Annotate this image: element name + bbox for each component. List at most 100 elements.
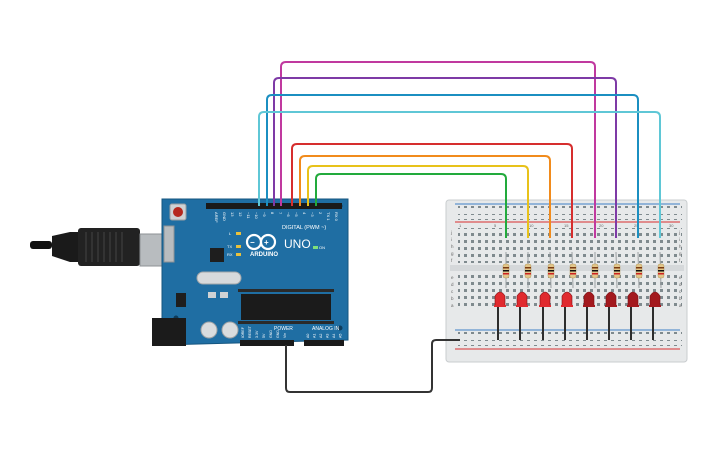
signal-wire[interactable] [258,111,661,238]
bottom-rail-holes-1 [458,332,682,338]
digital-pin-label: ~10 [254,212,259,220]
chip-socket-bottom [238,321,334,324]
row-letter: j [678,230,680,235]
resistor [524,252,532,288]
atmega-chip [241,294,331,320]
brand-logo-text: ARDUINO [250,252,278,258]
digital-pin-label: ~11 [246,212,251,219]
digital-pin-label: 12 [238,212,243,217]
led [605,291,617,307]
digital-pin-label: ~5 [294,212,299,217]
analog-pin-label: A0 [306,334,310,338]
power-pin-label: Vin [283,333,287,338]
analog-header-label: ANALOG IN [312,326,340,332]
row-letter: h [679,244,682,249]
mount-hole [337,325,343,331]
ground-wire[interactable] [285,339,460,393]
tx-led-label: TX [227,244,232,249]
power-pin-label: GND [269,330,273,338]
column-number: 5 [494,223,497,228]
resistor [591,252,599,288]
digital-pin-label: AREF [214,212,219,223]
reset-button[interactable] [169,203,187,221]
digital-pin-label: TX 1 [326,212,331,221]
power-pin-label: 5V [262,333,266,338]
on-led-label: ON [319,245,325,250]
row-letter: j [450,230,452,235]
signal-wire[interactable] [280,61,596,238]
signal-wire[interactable] [273,77,617,238]
center-channel [450,265,684,271]
row-letter: b [451,296,454,301]
digital-pin-label: 4 [302,212,307,215]
digital-pin-label: 2 [318,212,323,215]
arduino-logo-icon: − + [245,233,277,251]
analog-pin-label: A3 [326,334,330,338]
power-pin-label: IOREF [241,326,245,338]
power-header [240,340,294,346]
led [627,291,639,307]
row-letter: g [679,251,682,256]
led [494,291,506,307]
digital-pin-label: GND [222,212,227,221]
l-led-label: L [229,231,232,236]
usb-plug-body [78,228,140,266]
resistor [657,251,665,289]
crystal-oscillator [196,271,242,285]
power-pin-label: 3.3V [255,330,259,338]
analog-pin-label: A2 [319,334,323,338]
tx-led [236,245,241,248]
digital-pin-label: 8 [270,212,275,215]
column-number: 15 [564,223,569,228]
resistor [547,251,555,289]
digital-pin-label: ~3 [310,212,315,217]
rx-led-label: RX [227,252,233,257]
led-ground-legs [497,307,654,340]
row-letter: c [679,289,682,294]
analog-header [304,340,344,346]
usb-strain-relief [52,232,78,262]
column-number: 30 [669,223,674,228]
analog-pin-label: A4 [332,334,336,338]
column-number: 1 [459,223,462,228]
row-letter: c [451,289,454,294]
usb-cable-tail [30,241,52,249]
analog-pin-label: A1 [313,334,317,338]
usb-cable [30,228,169,267]
resistor [635,251,643,289]
column-number: 25 [634,223,639,228]
usb-port [163,225,175,263]
row-letter: i [451,237,452,242]
signal-wire[interactable] [307,165,529,238]
chip-socket-top [238,289,334,292]
digital-header-label: DIGITAL (PWM ~) [282,225,326,231]
top-rail-holes-1 [458,206,682,212]
smd-component [220,292,228,298]
signal-wire[interactable] [266,94,639,238]
row-letter: f [451,258,453,263]
signal-wire[interactable] [299,155,551,238]
smd-component [208,292,216,298]
row-letter: d [451,282,454,287]
top-rail-holes-2 [458,214,682,220]
row-letter: g [451,251,454,256]
analog-pin-label: A5 [339,334,343,338]
signal-wire[interactable] [291,143,573,238]
l-led [236,232,241,235]
rx-led [236,253,241,256]
digital-pin-label: RX 0 [334,212,339,222]
row-letter: e [451,275,454,280]
row-letter: e [679,275,682,280]
column-number: 10 [529,223,534,228]
capacitor-2 [221,321,239,339]
led [583,291,595,307]
power-jack [152,318,186,346]
signal-wire[interactable] [315,173,507,238]
led-array [494,291,661,307]
